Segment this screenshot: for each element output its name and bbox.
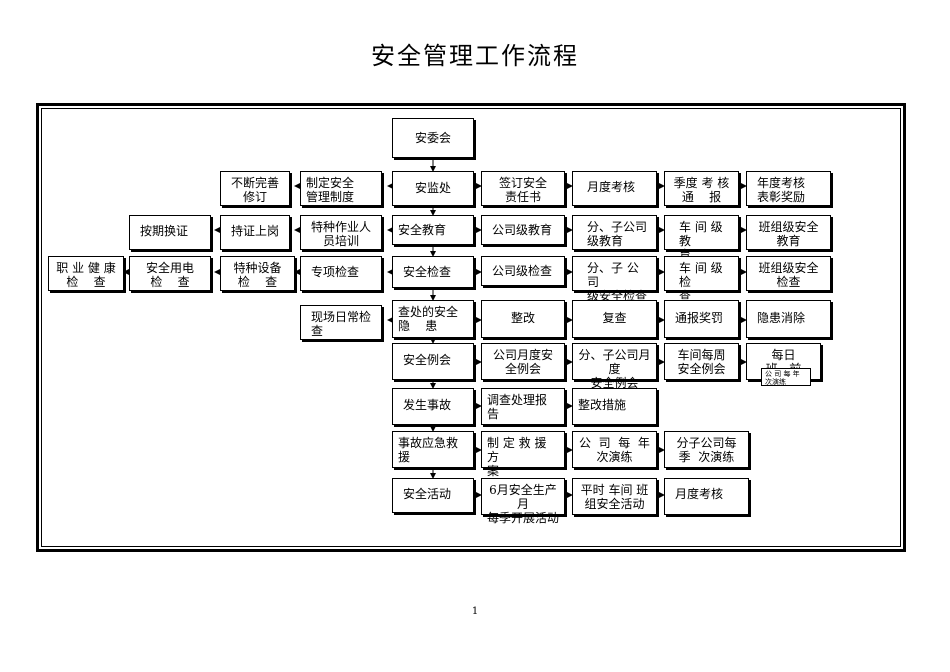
node-anquan-shengchanyue: 6月安全生产月 每季开展活动: [481, 478, 565, 525]
node-overlay-note: 公 司 每 年 次演练: [761, 368, 811, 386]
node-fasheng-shigu: 发生事故: [392, 388, 474, 425]
node-anquan-jiancha: 安全检查: [392, 256, 474, 288]
node-chachu-yinhuan: 查处的安全 隐 患: [392, 300, 474, 338]
node-chejian-lihui: 车间每周 安全例会: [664, 343, 739, 380]
node-shigu-yingji: 事故应急救 援: [392, 431, 474, 468]
node-gongsi-lihui: 公司月度安 全例会: [481, 343, 565, 380]
node-banzu-jiancha: 班组级安全 检查: [746, 256, 831, 291]
node-jiuyuan-fangan: 制 定 救 援 方 案: [481, 431, 565, 478]
node-gongsi-yanlian: 公 司 每 年 次演练: [572, 431, 657, 468]
node-tezhong-peixun: 特种作业人 员培训: [300, 215, 382, 250]
node-zhuanxiang-jiancha: 专项检查: [300, 256, 382, 291]
node-zhiding-zhidu: 制定安全 管理制度: [300, 171, 382, 206]
node-chizheng-shanggang: 持证上岗: [220, 215, 290, 250]
node-yinhuan-xiaochu: 隐患消除: [746, 300, 831, 338]
node-zhenggai-cuoshi: 整改措施: [572, 388, 657, 425]
node-zhiye-jiankang: 职 业 健 康 检 查: [48, 256, 124, 291]
node-tezhong-shebei: 特种设备 检 查: [220, 256, 295, 291]
node-anquan-yongdian: 安全用电 检 查: [129, 256, 211, 291]
node-zhenggai: 整改: [481, 300, 565, 338]
node-chejian-jiancha: 车 间 级 检 查: [664, 256, 739, 303]
node-pingshi-huodong: 平时 车间 班 组安全活动: [572, 478, 657, 515]
node-niandu-kaohe: 年度考核 表彰奖励: [746, 171, 831, 206]
page-title: 安全管理工作流程: [371, 42, 579, 70]
node-anjianchu: 安监处: [392, 171, 474, 206]
node-qianding-zerenshu: 签订安全 责任书: [481, 171, 565, 206]
node-fenzi-jiancha: 分、子 公 司 级安全检查: [572, 256, 657, 303]
page-number: 1: [471, 606, 479, 617]
node-tongbao-jiangfa: 通报奖罚: [664, 300, 739, 338]
node-yuedu-kaohe: 月度考核: [572, 171, 657, 206]
node-anquan-lihui: 安全例会: [392, 343, 474, 380]
node-anquan-huodong: 安全活动: [392, 478, 474, 513]
diagram-frame: [36, 103, 906, 552]
node-chejian-jiaoyu: 车 间 级 教 育: [664, 215, 739, 262]
node-yuedu-kaohe-2: 月度考核: [664, 478, 749, 515]
node-fenzi-yanlian: 分子公司每 季 次演练: [664, 431, 749, 468]
node-gongsi-jiaoyu: 公司级教育: [481, 215, 565, 245]
node-anquan-jiaoyu: 安全教育: [392, 215, 474, 245]
node-banzu-jiaoyu: 班组级安全 教育: [746, 215, 831, 250]
node-jidu-kaohe: 季度 考 核 通 报: [664, 171, 739, 206]
node-fucha: 复查: [572, 300, 657, 338]
node-fenzi-lihui: 分、子公司月度 安全例会: [572, 343, 657, 390]
node-diaocha-baogao: 调查处理报 告: [481, 388, 565, 425]
node-xianchang-jiancha: 现场日常检 查: [300, 305, 382, 340]
node-anqi-huanzheng: 按期换证: [129, 215, 211, 250]
node-anweihui: 安委会: [392, 118, 474, 158]
node-buduan-wanshan: 不断完善 修订: [220, 171, 290, 206]
node-gongsi-jiancha: 公司级检查: [481, 256, 565, 286]
node-fenzi-jiaoyu: 分、子公司 级教育: [572, 215, 657, 250]
